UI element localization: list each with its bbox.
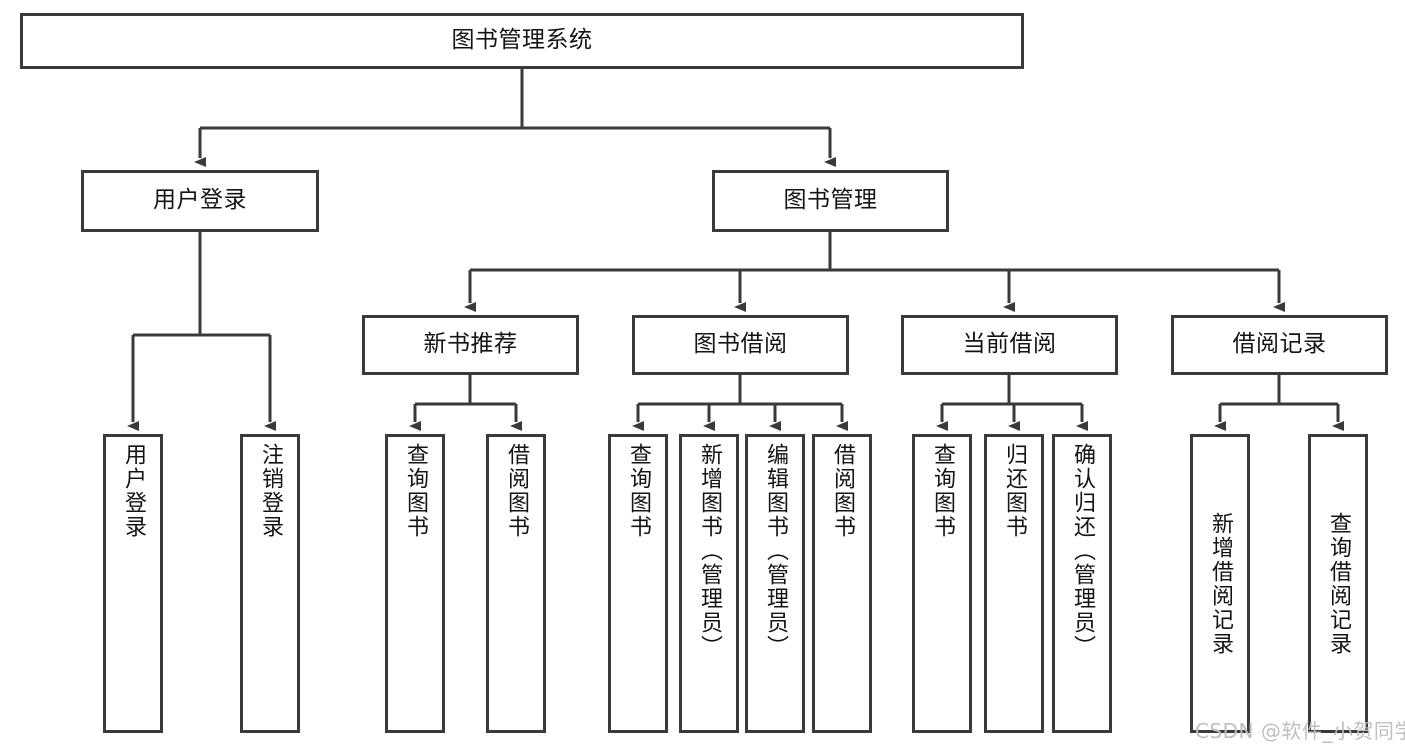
node-leaf-return-book[interactable]: 归还图书 [984,434,1044,733]
node-leaf-query-book-1[interactable]: 查询图书 [385,434,445,733]
node-user-login-label: 用户登录 [153,187,247,214]
node-new-book-recommend[interactable]: 新书推荐 [362,315,579,375]
node-leaf-add-book-admin[interactable]: 新增图书（管理员） [679,434,739,733]
node-leaf-borrow-book-1-label: 借阅图书 [504,443,529,539]
node-leaf-borrow-book-2[interactable]: 借阅图书 [812,434,872,733]
node-borrow-record-label: 借阅记录 [1232,331,1327,358]
node-leaf-query-book-2-label: 查询图书 [626,443,651,539]
node-leaf-query-book-2[interactable]: 查询图书 [608,434,668,733]
node-leaf-query-book-3-label: 查询图书 [930,443,955,539]
node-leaf-add-book-admin-label: 新增图书（管理员） [697,443,722,659]
node-root-label: 图书管理系统 [451,27,593,54]
node-leaf-borrow-book-2-label: 借阅图书 [830,443,855,539]
node-book-borrow[interactable]: 图书借阅 [632,315,849,375]
node-leaf-confirm-return-admin-label: 确认归还（管理员） [1070,443,1095,659]
node-leaf-borrow-book-1[interactable]: 借阅图书 [486,434,546,733]
node-leaf-query-borrow-record-label: 查询借阅记录 [1326,511,1351,656]
node-leaf-query-book-3[interactable]: 查询图书 [912,434,972,733]
node-user-login[interactable]: 用户登录 [81,170,319,232]
node-book-borrow-label: 图书借阅 [693,331,788,358]
node-new-book-recommend-label: 新书推荐 [423,331,518,358]
csdn-watermark: CSDN @软件_小贺同学 [1195,719,1405,743]
node-leaf-user-login-label: 用户登录 [121,443,146,539]
node-leaf-query-book-1-label: 查询图书 [403,443,428,539]
node-leaf-add-borrow-record[interactable]: 新增借阅记录 [1190,434,1250,733]
node-current-borrow[interactable]: 当前借阅 [901,315,1118,375]
node-book-manage[interactable]: 图书管理 [712,170,949,232]
node-book-manage-label: 图书管理 [783,187,878,214]
node-leaf-query-borrow-record[interactable]: 查询借阅记录 [1308,434,1368,733]
node-leaf-return-book-label: 归还图书 [1002,443,1027,539]
node-leaf-edit-book-admin-label: 编辑图书（管理员） [763,443,788,659]
node-borrow-record[interactable]: 借阅记录 [1171,315,1388,375]
node-leaf-user-login[interactable]: 用户登录 [103,434,163,733]
node-leaf-user-logout[interactable]: 注销登录 [240,434,300,733]
node-leaf-confirm-return-admin[interactable]: 确认归还（管理员） [1052,434,1112,733]
node-current-borrow-label: 当前借阅 [962,331,1057,358]
node-root[interactable]: 图书管理系统 [20,13,1024,69]
node-leaf-edit-book-admin[interactable]: 编辑图书（管理员） [745,434,805,733]
node-leaf-user-logout-label: 注销登录 [258,443,283,539]
node-leaf-add-borrow-record-label: 新增借阅记录 [1208,511,1233,656]
